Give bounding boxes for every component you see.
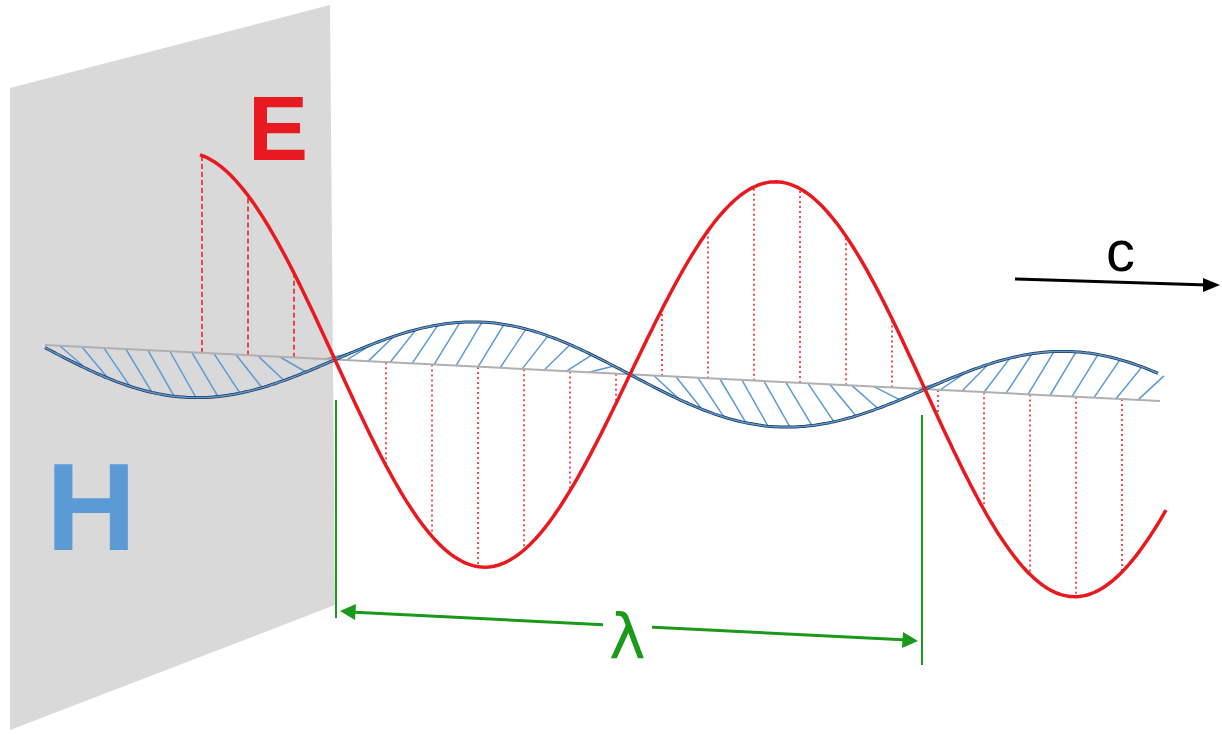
magnetic-field-vector — [544, 345, 570, 371]
magnetic-field-vector — [148, 350, 174, 396]
wavelength-tick — [335, 400, 337, 618]
magnetic-field-vector — [852, 386, 878, 409]
magnetic-field-vector — [192, 353, 218, 397]
wavelength-arrowhead — [902, 632, 918, 648]
electric-field-vector — [753, 187, 755, 381]
magnetic-field-vector — [808, 383, 834, 421]
electric-field-vector — [431, 365, 433, 537]
magnetic-field-vector — [522, 336, 548, 369]
magnetic-field-vector — [764, 381, 790, 427]
electric-field-vector — [707, 231, 709, 379]
magnetic-field-vector — [214, 354, 240, 393]
electric-field-vector — [247, 195, 249, 355]
magnetic-field-vector — [456, 322, 482, 366]
magnetic-field-vector — [830, 385, 856, 416]
propagation-axis — [45, 345, 1160, 401]
magnetic-field-wave — [45, 322, 1158, 427]
magnetic-field-vector — [742, 380, 768, 426]
magnetic-field-vector — [1050, 352, 1076, 396]
electric-field-vector — [983, 392, 985, 510]
magnetic-field-vector — [588, 366, 614, 372]
magnetic-field-vector — [566, 355, 592, 371]
magnetic-field-vector — [258, 356, 284, 381]
magnetic-field-wave-highlight — [45, 322, 1158, 427]
magnetic-field-vector — [434, 322, 460, 364]
magnetic-field-vector — [1116, 367, 1142, 399]
magnetic-field-vector — [1138, 376, 1164, 400]
velocity-arrowhead — [1203, 278, 1220, 292]
wavelength-arrowhead — [340, 604, 356, 620]
electric-field-vector — [477, 367, 479, 567]
magnetic-field-vector — [1072, 355, 1098, 397]
magnetic-field-vector — [170, 352, 196, 398]
source-plane — [10, 5, 335, 730]
electric-field-vector — [569, 372, 571, 491]
magnetic-field-vector — [236, 355, 262, 388]
wavelength-tick — [921, 415, 923, 665]
magnetic-field-vector — [786, 382, 812, 425]
electric-field-vector — [293, 273, 295, 358]
magnetic-field-vector — [280, 357, 306, 372]
electric-field-vector — [523, 369, 525, 550]
magnetic-field-vector — [500, 329, 526, 368]
magnetic-field-vector — [1094, 360, 1120, 398]
magnetic-field-label: H — [46, 444, 136, 569]
electric-field-vector — [661, 309, 663, 376]
speed-label: c — [1106, 222, 1135, 280]
electric-field-vector — [799, 189, 801, 383]
electric-field-vector — [1075, 397, 1077, 597]
electric-field-label: E — [248, 84, 308, 174]
wavelength-label: λ — [603, 606, 652, 668]
magnetic-field-vector — [478, 324, 504, 367]
magnetic-field-vector — [1028, 352, 1054, 395]
electric-field-vector — [1121, 399, 1123, 572]
electric-field-vector — [1029, 395, 1031, 575]
electric-field-vector — [845, 236, 847, 385]
electric-field-vector — [891, 319, 893, 388]
electric-field-vector — [201, 155, 203, 353]
electric-field-wave — [200, 155, 1166, 597]
electric-field-vector — [385, 362, 387, 465]
